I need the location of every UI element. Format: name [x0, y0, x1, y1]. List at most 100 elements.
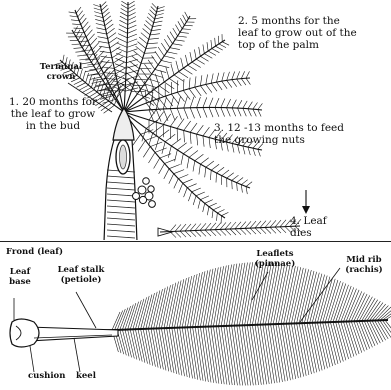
stroke — [187, 157, 189, 168]
leaf-bud — [113, 108, 134, 140]
stroke — [163, 114, 170, 125]
stroke — [149, 38, 159, 39]
stage-2-label: 2. 5 months for the leaf to grow out of … — [238, 16, 362, 51]
stroke — [102, 9, 108, 15]
stroke — [222, 81, 227, 89]
stroke — [152, 55, 159, 65]
stroke — [207, 207, 209, 216]
stroke — [260, 325, 269, 384]
stroke — [196, 59, 205, 64]
stroke — [189, 151, 198, 158]
stroke — [205, 200, 213, 204]
stroke — [209, 138, 210, 149]
stroke — [76, 7, 81, 13]
stroke — [245, 325, 254, 385]
stroke — [203, 97, 207, 107]
stroke — [167, 283, 176, 328]
stroke — [158, 65, 169, 68]
stroke — [165, 134, 175, 142]
stroke — [164, 82, 174, 89]
stroke — [190, 123, 197, 132]
stroke — [182, 276, 192, 328]
stroke — [205, 223, 211, 230]
stroke — [307, 323, 317, 372]
stroke — [221, 212, 228, 215]
stroke — [253, 148, 256, 156]
stroke — [217, 213, 218, 221]
bud-center-inner — [120, 145, 127, 169]
stroke — [98, 41, 108, 43]
stroke — [158, 47, 164, 56]
stroke — [299, 323, 309, 375]
stroke — [237, 79, 242, 86]
stroke — [220, 222, 226, 229]
stroke — [86, 30, 92, 37]
stroke — [193, 196, 196, 205]
frond-leaf-base — [10, 319, 39, 347]
stroke — [197, 125, 204, 134]
stroke — [185, 231, 191, 237]
stroke — [235, 229, 241, 235]
stroke — [242, 325, 251, 385]
stroke — [232, 326, 241, 386]
stroke — [209, 203, 217, 207]
stroke — [178, 36, 187, 37]
stroke — [209, 98, 213, 108]
stroke — [112, 312, 120, 330]
stroke — [190, 132, 191, 144]
stroke — [139, 37, 147, 44]
stroke — [128, 21, 136, 25]
stroke — [138, 297, 147, 329]
stroke — [333, 322, 343, 362]
stroke — [176, 61, 179, 72]
cushion-pointer — [30, 346, 34, 372]
dead-leaf — [158, 219, 301, 237]
stroke — [155, 17, 164, 19]
stroke — [133, 300, 142, 329]
stroke — [364, 300, 378, 321]
stroke — [187, 274, 197, 327]
stroke — [208, 51, 216, 55]
stroke — [238, 108, 242, 116]
stroke — [323, 322, 333, 366]
stroke — [220, 229, 226, 235]
stroke — [255, 221, 261, 228]
stroke — [190, 224, 196, 231]
stroke — [226, 264, 237, 326]
stroke — [268, 324, 277, 382]
stroke — [135, 299, 144, 329]
stroke — [137, 74, 145, 84]
stroke — [170, 109, 175, 121]
stroke — [206, 84, 212, 92]
stroke — [200, 75, 202, 85]
stroke — [170, 225, 176, 232]
stroke — [126, 59, 137, 63]
stroke — [343, 322, 354, 357]
stroke — [94, 12, 102, 14]
stroke — [215, 230, 221, 236]
stroke — [184, 188, 188, 198]
stroke — [372, 321, 383, 342]
stroke — [237, 178, 244, 183]
stroke — [227, 80, 232, 87]
stroke — [185, 55, 187, 65]
stroke — [364, 321, 375, 346]
stroke — [217, 82, 223, 90]
stroke — [258, 325, 267, 385]
stroke — [117, 48, 127, 52]
stroke — [141, 33, 149, 40]
stroke — [79, 14, 84, 20]
stroke — [258, 103, 263, 109]
stroke — [207, 42, 208, 51]
stroke — [195, 87, 201, 96]
stroke — [325, 322, 335, 365]
stroke — [190, 52, 192, 62]
stroke — [328, 322, 338, 364]
stroke — [175, 224, 181, 231]
stroke — [258, 110, 261, 117]
stroke — [184, 121, 191, 131]
stroke — [86, 73, 89, 83]
stroke — [113, 57, 123, 63]
stroke — [265, 325, 274, 384]
stroke — [164, 284, 173, 328]
